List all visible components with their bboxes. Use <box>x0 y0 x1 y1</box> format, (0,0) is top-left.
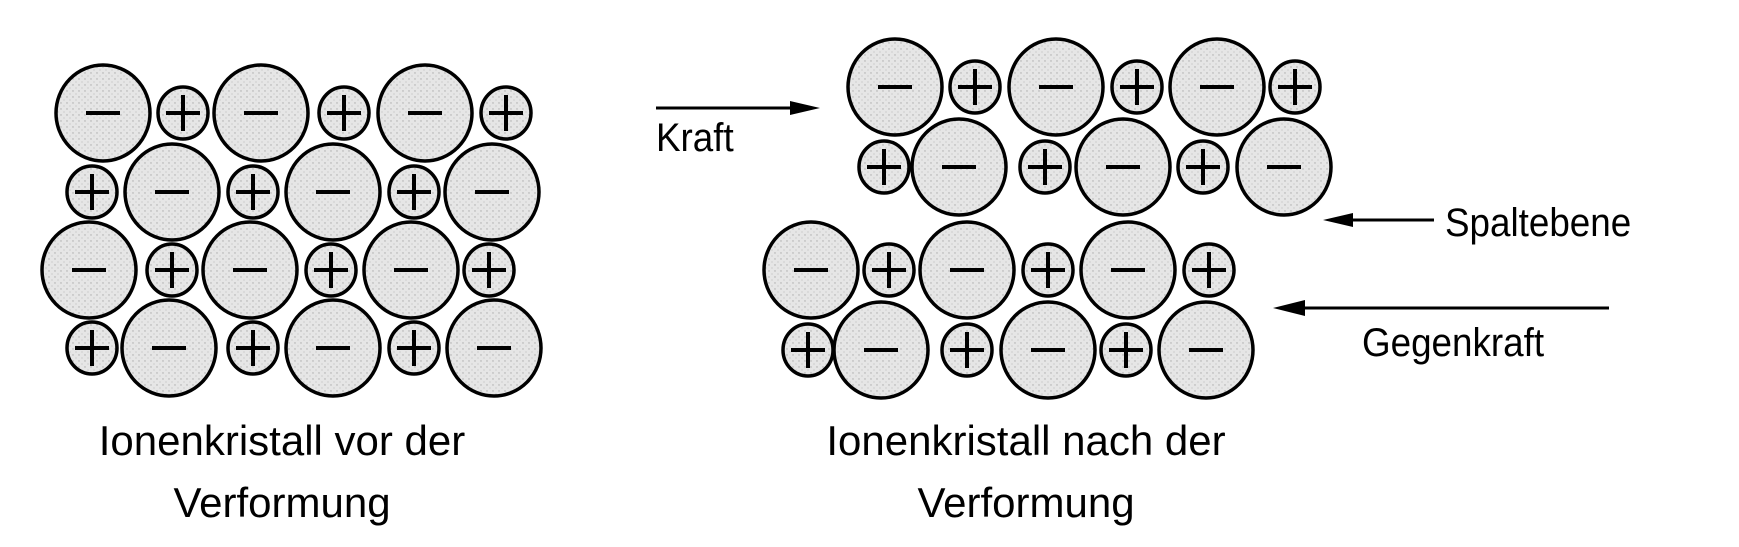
cation <box>940 322 994 378</box>
plus-sign <box>958 69 992 105</box>
cation <box>156 85 210 141</box>
force-label: Kraft <box>656 116 734 160</box>
lattice-after-deformation <box>762 37 1333 400</box>
cation <box>1099 322 1153 378</box>
cation <box>317 85 371 141</box>
plus-sign <box>75 330 109 366</box>
anion <box>54 63 152 163</box>
cation <box>65 164 119 220</box>
cation <box>1182 242 1236 298</box>
plus-sign <box>1120 69 1154 105</box>
anion <box>762 220 860 320</box>
plus-sign <box>950 332 984 368</box>
cleavage-plane-label: Spaltebene <box>1445 201 1632 245</box>
cation <box>65 320 119 376</box>
cation <box>1176 139 1230 195</box>
anion <box>445 298 543 398</box>
plus-sign <box>327 95 361 131</box>
cation <box>145 242 199 298</box>
plus-sign <box>1192 252 1226 288</box>
cation <box>1021 242 1075 298</box>
caption-before-line1: Ionenkristall vor der <box>98 417 466 464</box>
anion <box>846 37 944 137</box>
cation <box>781 322 835 378</box>
cation <box>857 139 911 195</box>
plus-sign <box>1278 69 1312 105</box>
cation <box>479 85 533 141</box>
anion <box>376 63 474 163</box>
plus-sign <box>1186 149 1220 185</box>
plus-sign <box>489 95 523 131</box>
cation <box>862 242 916 298</box>
caption-before-line2: Verformung <box>173 479 391 526</box>
anion <box>120 298 218 398</box>
plus-sign <box>867 149 901 185</box>
cation <box>304 242 358 298</box>
plus-sign <box>155 252 189 288</box>
anion <box>1168 37 1266 137</box>
cation <box>1018 139 1072 195</box>
cation <box>1268 59 1322 115</box>
anion <box>443 142 541 242</box>
plus-sign <box>1028 149 1062 185</box>
anion <box>1074 117 1172 217</box>
plus-sign <box>872 252 906 288</box>
anion <box>1079 220 1177 320</box>
caption-after-line1: Ionenkristall nach der <box>826 417 1226 464</box>
anion <box>910 117 1008 217</box>
caption-after-line2: Verformung <box>917 479 1135 526</box>
plus-sign <box>75 174 109 210</box>
plus-sign <box>314 252 348 288</box>
anion <box>212 63 310 163</box>
anion <box>1007 37 1105 137</box>
anion <box>40 220 138 320</box>
anion <box>999 300 1097 400</box>
counterforce-arrow <box>1273 300 1609 316</box>
cation <box>948 59 1002 115</box>
anion <box>284 142 382 242</box>
plus-sign <box>236 330 270 366</box>
anion <box>918 220 1016 320</box>
plus-sign <box>791 332 825 368</box>
counterforce-label: Gegenkraft <box>1362 321 1545 365</box>
plus-sign <box>1109 332 1143 368</box>
lattice-before-deformation <box>40 63 543 398</box>
plus-sign <box>472 252 506 288</box>
cleavage-plane-arrow <box>1323 213 1434 227</box>
anion <box>832 300 930 400</box>
cation <box>387 320 441 376</box>
anion <box>123 142 221 242</box>
cation <box>462 242 516 298</box>
plus-sign <box>1031 252 1065 288</box>
force-arrow <box>656 101 820 115</box>
plus-sign <box>397 330 431 366</box>
anion <box>1235 117 1333 217</box>
anion <box>362 220 460 320</box>
plus-sign <box>166 95 200 131</box>
cation <box>226 320 280 376</box>
plus-sign <box>397 174 431 210</box>
cation <box>226 164 280 220</box>
anion <box>284 298 382 398</box>
plus-sign <box>236 174 270 210</box>
anion <box>1157 300 1255 400</box>
cation <box>1110 59 1164 115</box>
anion <box>201 220 299 320</box>
cation <box>387 164 441 220</box>
